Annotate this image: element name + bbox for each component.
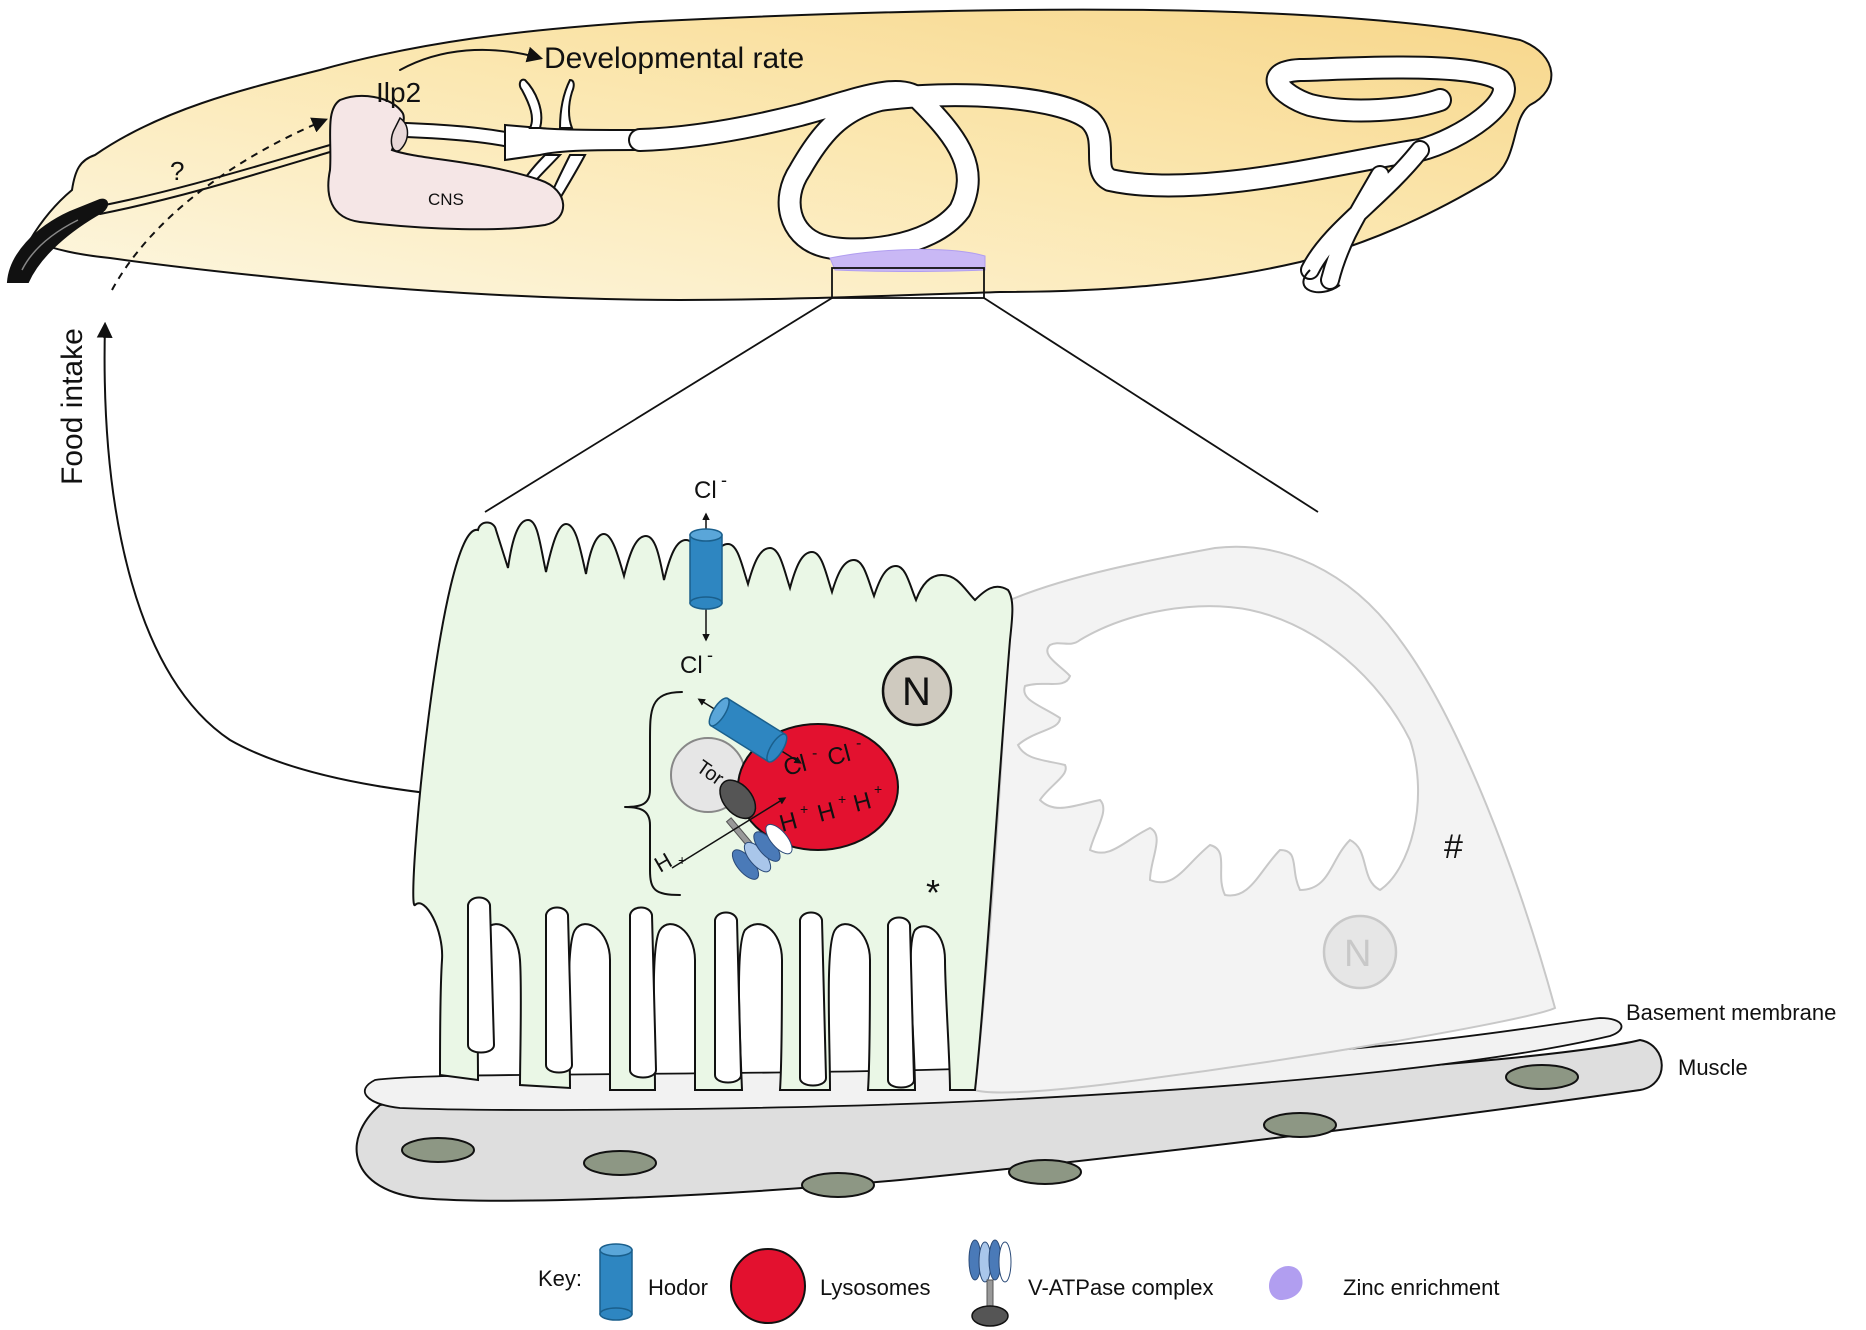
lysosome-h-3: H: [851, 787, 875, 818]
legend-title: Key:: [538, 1266, 582, 1291]
cl-top-charge: -: [721, 470, 727, 490]
neighbor-nucleus-label: N: [1344, 933, 1371, 975]
legend-v-atpase-icon: [968, 1239, 1012, 1327]
neighbor-cell-lumen: [1016, 605, 1420, 897]
food-intake-label: Food intake: [56, 328, 89, 485]
lysosome-cl-1-charge: -: [812, 745, 817, 762]
ilp2-to-developmental-rate-arrow: [399, 46, 544, 71]
basement-membrane: [363, 1017, 1623, 1111]
main-nucleus: [881, 655, 953, 727]
legend-lysosome-icon: [730, 1248, 806, 1324]
zoom-line-right: [983, 297, 1319, 513]
ilp2-label: Ilp2: [376, 77, 421, 108]
zinc-enrichment-patch: [829, 248, 986, 272]
lysosome-h-1: H: [777, 807, 801, 838]
cl-mid-charge: -: [707, 645, 713, 665]
zoom-line-left: [484, 297, 833, 513]
cytosol-h-charge: +: [678, 852, 686, 868]
legend-v-atpase-label: V-ATPase complex: [1028, 1275, 1213, 1300]
neighbor-nucleus: [1322, 914, 1398, 990]
lysosomal-v-atpase: [719, 779, 793, 880]
mouth-hooks-highlight: [21, 219, 79, 271]
lysosome-h-3-charge: +: [874, 781, 882, 797]
muscle-label: Muscle: [1678, 1055, 1748, 1080]
cns-label: CNS: [428, 190, 464, 209]
esophagus-upper: [99, 144, 331, 207]
cl-top-label: Cl: [694, 477, 717, 504]
cns: CNS: [327, 95, 565, 231]
gut: [332, 55, 1516, 299]
muscle-nuclei: [401, 1064, 1579, 1198]
apical-hodor-channel: [689, 512, 723, 642]
mouth-hooks: [6, 198, 108, 283]
legend: Key: Hodor Lysosomes V-ATPase complex Zi…: [538, 1239, 1500, 1327]
developmental-rate-label: Developmental rate: [544, 42, 804, 75]
main-nucleus-label: N: [902, 670, 931, 714]
hash-label: #: [1444, 828, 1463, 866]
lysosome-h-1-charge: +: [800, 801, 808, 817]
legend-lysosomes-label: Lysosomes: [820, 1275, 930, 1300]
asterisk-label: *: [926, 872, 940, 913]
zoom-box: [831, 267, 985, 299]
legend-hodor-icon: [599, 1243, 633, 1321]
basement-membrane-label: Basement membrane: [1626, 1000, 1836, 1025]
basal-infoldings: [467, 896, 916, 1089]
lysosome-cl-2-charge: -: [856, 735, 861, 752]
question-mark-label: ?: [170, 156, 184, 186]
dashed-signal-arrow: [111, 117, 328, 291]
signaling-bracket: [624, 691, 683, 896]
lysosome-h-2: H: [815, 797, 839, 828]
cl-mid-label: Cl: [680, 652, 703, 679]
proton-arrow: [671, 797, 787, 869]
lysosome-h-2-charge: +: [838, 791, 846, 807]
legend-zinc-label: Zinc enrichment: [1343, 1275, 1500, 1300]
tissue: N # N * Cl - Cl - Tor: [355, 470, 1836, 1202]
legend-zinc-icon: [1268, 1266, 1303, 1300]
lysosomal-hodor-channel: [697, 697, 802, 764]
larva: CNS Ilp2 Developmental rate ?: [6, 8, 1553, 302]
legend-hodor-label: Hodor: [648, 1275, 708, 1300]
esophagus-lower: [99, 151, 331, 215]
